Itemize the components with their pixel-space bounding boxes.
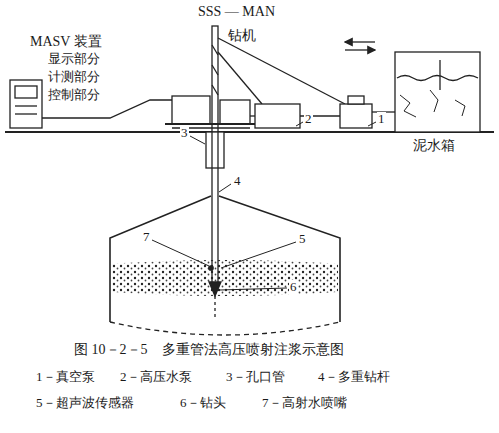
masv-device <box>10 80 42 128</box>
callout-number: 6 <box>289 280 298 295</box>
key-entry: 2－高压水泵 <box>120 370 192 385</box>
key-entry: 7－高射水喷嘴 <box>262 396 347 411</box>
high-pressure-pump <box>255 104 300 128</box>
part-name: 计测部分 <box>48 70 100 85</box>
hole-pipe <box>206 132 224 168</box>
drill-mast <box>212 26 218 132</box>
nozzle <box>209 266 213 270</box>
spoil-layer <box>112 260 338 296</box>
key-entry: 6－钻头 <box>180 396 226 411</box>
device-name: 钻机 <box>228 28 256 44</box>
vacuum-pump <box>340 104 372 128</box>
device-name: SSS — MAN <box>198 4 275 20</box>
signal-cable <box>42 100 175 118</box>
callout-number: 1 <box>377 112 386 127</box>
callout-number: 5 <box>298 232 307 247</box>
callout-number: 2 <box>304 112 313 127</box>
key-entry: 5－超声波传感器 <box>36 396 134 411</box>
drill-bit <box>209 282 221 296</box>
cavity-bottom <box>110 322 340 335</box>
multi-rod <box>211 132 212 282</box>
hose <box>218 38 345 104</box>
key-entry: 3－孔口管 <box>226 370 285 385</box>
device-name: MASV 装置 <box>30 34 102 50</box>
callout-number: 7 <box>142 230 151 245</box>
callout-number: 4 <box>233 174 242 189</box>
mud-tank <box>395 52 480 132</box>
part-name: 泥水箱 <box>413 138 455 154</box>
part-name: 控制部分 <box>48 88 100 103</box>
figure-caption: 图 10－2－5 多重管法高压喷射注浆示意图 <box>74 342 344 358</box>
hose <box>218 52 262 104</box>
masv-screen <box>15 86 37 98</box>
callout-number: 3 <box>180 126 189 141</box>
key-entry: 1－真空泵 <box>36 370 95 385</box>
drill-rig <box>172 96 210 124</box>
cavity-outline <box>110 196 340 322</box>
part-name: 显示部分 <box>48 52 100 67</box>
key-entry: 4－多重钻杆 <box>318 370 390 385</box>
